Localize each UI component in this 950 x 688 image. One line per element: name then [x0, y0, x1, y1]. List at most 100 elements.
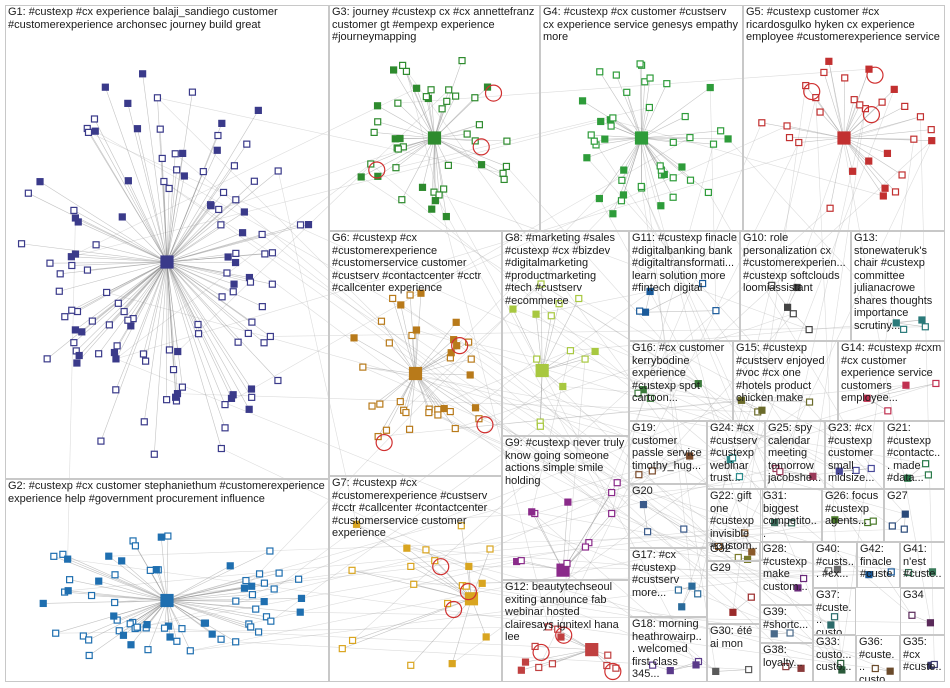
edge-intra: [87, 261, 168, 271]
node: [500, 175, 508, 184]
edge-intra: [166, 261, 222, 449]
node: [260, 339, 268, 347]
node: [636, 60, 644, 68]
group-g32: G32: [707, 542, 760, 561]
node: [789, 310, 797, 318]
node: [879, 192, 887, 200]
self-loop: [604, 662, 622, 681]
group-label: G33: custo... custo...: [816, 636, 855, 673]
node: [156, 125, 164, 133]
node: [373, 102, 382, 110]
group-label: G36: #custe... custo...: [859, 636, 895, 682]
edge-intra: [166, 209, 219, 263]
edge-inter: [157, 97, 504, 174]
node: [417, 289, 425, 297]
edge-inter: [586, 157, 906, 515]
group-label: G16: #cx customer kerrybodine experience…: [632, 342, 728, 404]
edge-intra: [538, 649, 592, 668]
node: [812, 94, 820, 102]
edge-intra: [166, 261, 273, 285]
node: [115, 627, 123, 635]
node: [443, 97, 451, 105]
node: [465, 338, 473, 346]
node: [785, 133, 794, 142]
edge-intra: [166, 261, 183, 388]
node: [164, 532, 172, 540]
node: [223, 269, 231, 277]
edge-intra: [761, 122, 845, 139]
edge-inter: [157, 97, 382, 322]
node: [595, 194, 603, 203]
node: [396, 398, 404, 406]
node: [143, 621, 151, 629]
node: [368, 402, 376, 410]
group-g13: G13: stonewateruk's chair #custexp commi…: [851, 231, 945, 341]
node: [587, 131, 595, 139]
edge-intra: [166, 594, 253, 601]
node: [402, 67, 411, 75]
node: [399, 61, 407, 69]
node: [863, 394, 871, 402]
edge-intra: [434, 95, 456, 139]
edge-intra: [400, 304, 416, 374]
edge-intra: [535, 646, 592, 650]
edge-intra: [143, 261, 168, 355]
edge-inter: [411, 335, 739, 558]
edge-intra: [166, 110, 259, 263]
node: [398, 196, 406, 204]
edge-inter: [224, 137, 691, 405]
node: [133, 623, 141, 631]
node: [403, 544, 411, 552]
node: [95, 350, 103, 358]
edge-inter: [71, 117, 613, 257]
node: [119, 631, 128, 639]
edge-intra: [83, 600, 168, 637]
edge-inter: [106, 292, 906, 515]
node: [91, 127, 99, 135]
group-g19: G19: customer passle service timothy_hug…: [629, 421, 707, 484]
edge-intra: [908, 571, 933, 573]
self-loop: [484, 84, 503, 102]
edge-inter: [452, 401, 810, 664]
node: [634, 389, 642, 397]
node: [111, 571, 119, 579]
node: [486, 545, 494, 553]
node: [142, 357, 150, 365]
node: [389, 294, 397, 303]
node: [431, 197, 439, 205]
node: [547, 312, 555, 320]
edge-inter: [95, 130, 775, 523]
node: [248, 591, 257, 599]
edge-intra: [402, 65, 435, 139]
group-label: G26: focus #custexp agents...: [825, 490, 882, 527]
edge-intra: [626, 92, 642, 139]
node: [884, 407, 892, 415]
group-label: G1: #custexp #cx experience balaji_sandi…: [8, 6, 281, 31]
node: [678, 603, 686, 611]
group-g39: G39: #shortc...: [760, 605, 813, 643]
node: [438, 105, 446, 113]
node: [124, 99, 132, 107]
edge-inter: [277, 170, 357, 525]
node: [396, 134, 404, 143]
group-label: G12: beautytechseoul exiting announce fa…: [505, 581, 622, 643]
edge-intra: [137, 128, 168, 263]
edge-inter: [774, 108, 866, 523]
node: [229, 288, 237, 296]
node: [242, 576, 250, 585]
edge-intra: [121, 560, 168, 601]
node: [557, 633, 565, 641]
node: [535, 663, 543, 672]
node: [717, 127, 725, 135]
edge-intra: [521, 649, 592, 671]
edge-intra: [415, 373, 439, 416]
edge-intra: [166, 261, 235, 285]
edge-intra: [166, 253, 236, 263]
node: [348, 566, 356, 574]
edge-intra: [161, 537, 168, 601]
node: [902, 381, 910, 389]
node: [394, 99, 402, 107]
group-g22: G22: gift one #custexp invisible #custom…: [707, 489, 763, 561]
node: [258, 303, 266, 311]
node: [248, 582, 256, 590]
